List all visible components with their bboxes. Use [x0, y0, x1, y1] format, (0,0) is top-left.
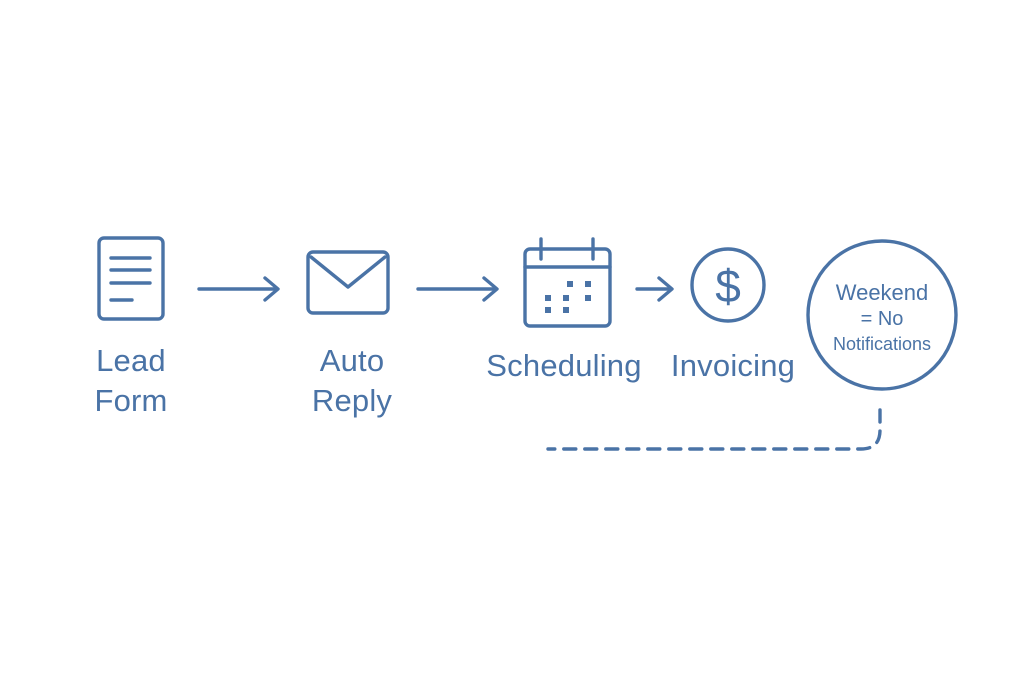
calendar-icon	[523, 237, 612, 328]
arrow-1	[197, 276, 280, 302]
dollar-coin-icon: $	[690, 247, 766, 323]
arrow-2	[416, 276, 499, 302]
arrow-3	[635, 276, 674, 302]
envelope-icon	[306, 250, 390, 315]
dashed-connector	[546, 408, 882, 451]
note-text: Weekend = No Notifications	[832, 280, 932, 354]
svg-text:$: $	[715, 260, 741, 312]
note-circle	[806, 239, 958, 391]
step-label-lead-form: Lead Form	[94, 343, 168, 418]
step-label-scheduling: Scheduling	[486, 348, 642, 383]
step-label-auto-reply: Auto Reply	[311, 343, 393, 418]
document-icon	[97, 236, 165, 321]
step-label-invoicing: Invoicing	[670, 348, 796, 383]
